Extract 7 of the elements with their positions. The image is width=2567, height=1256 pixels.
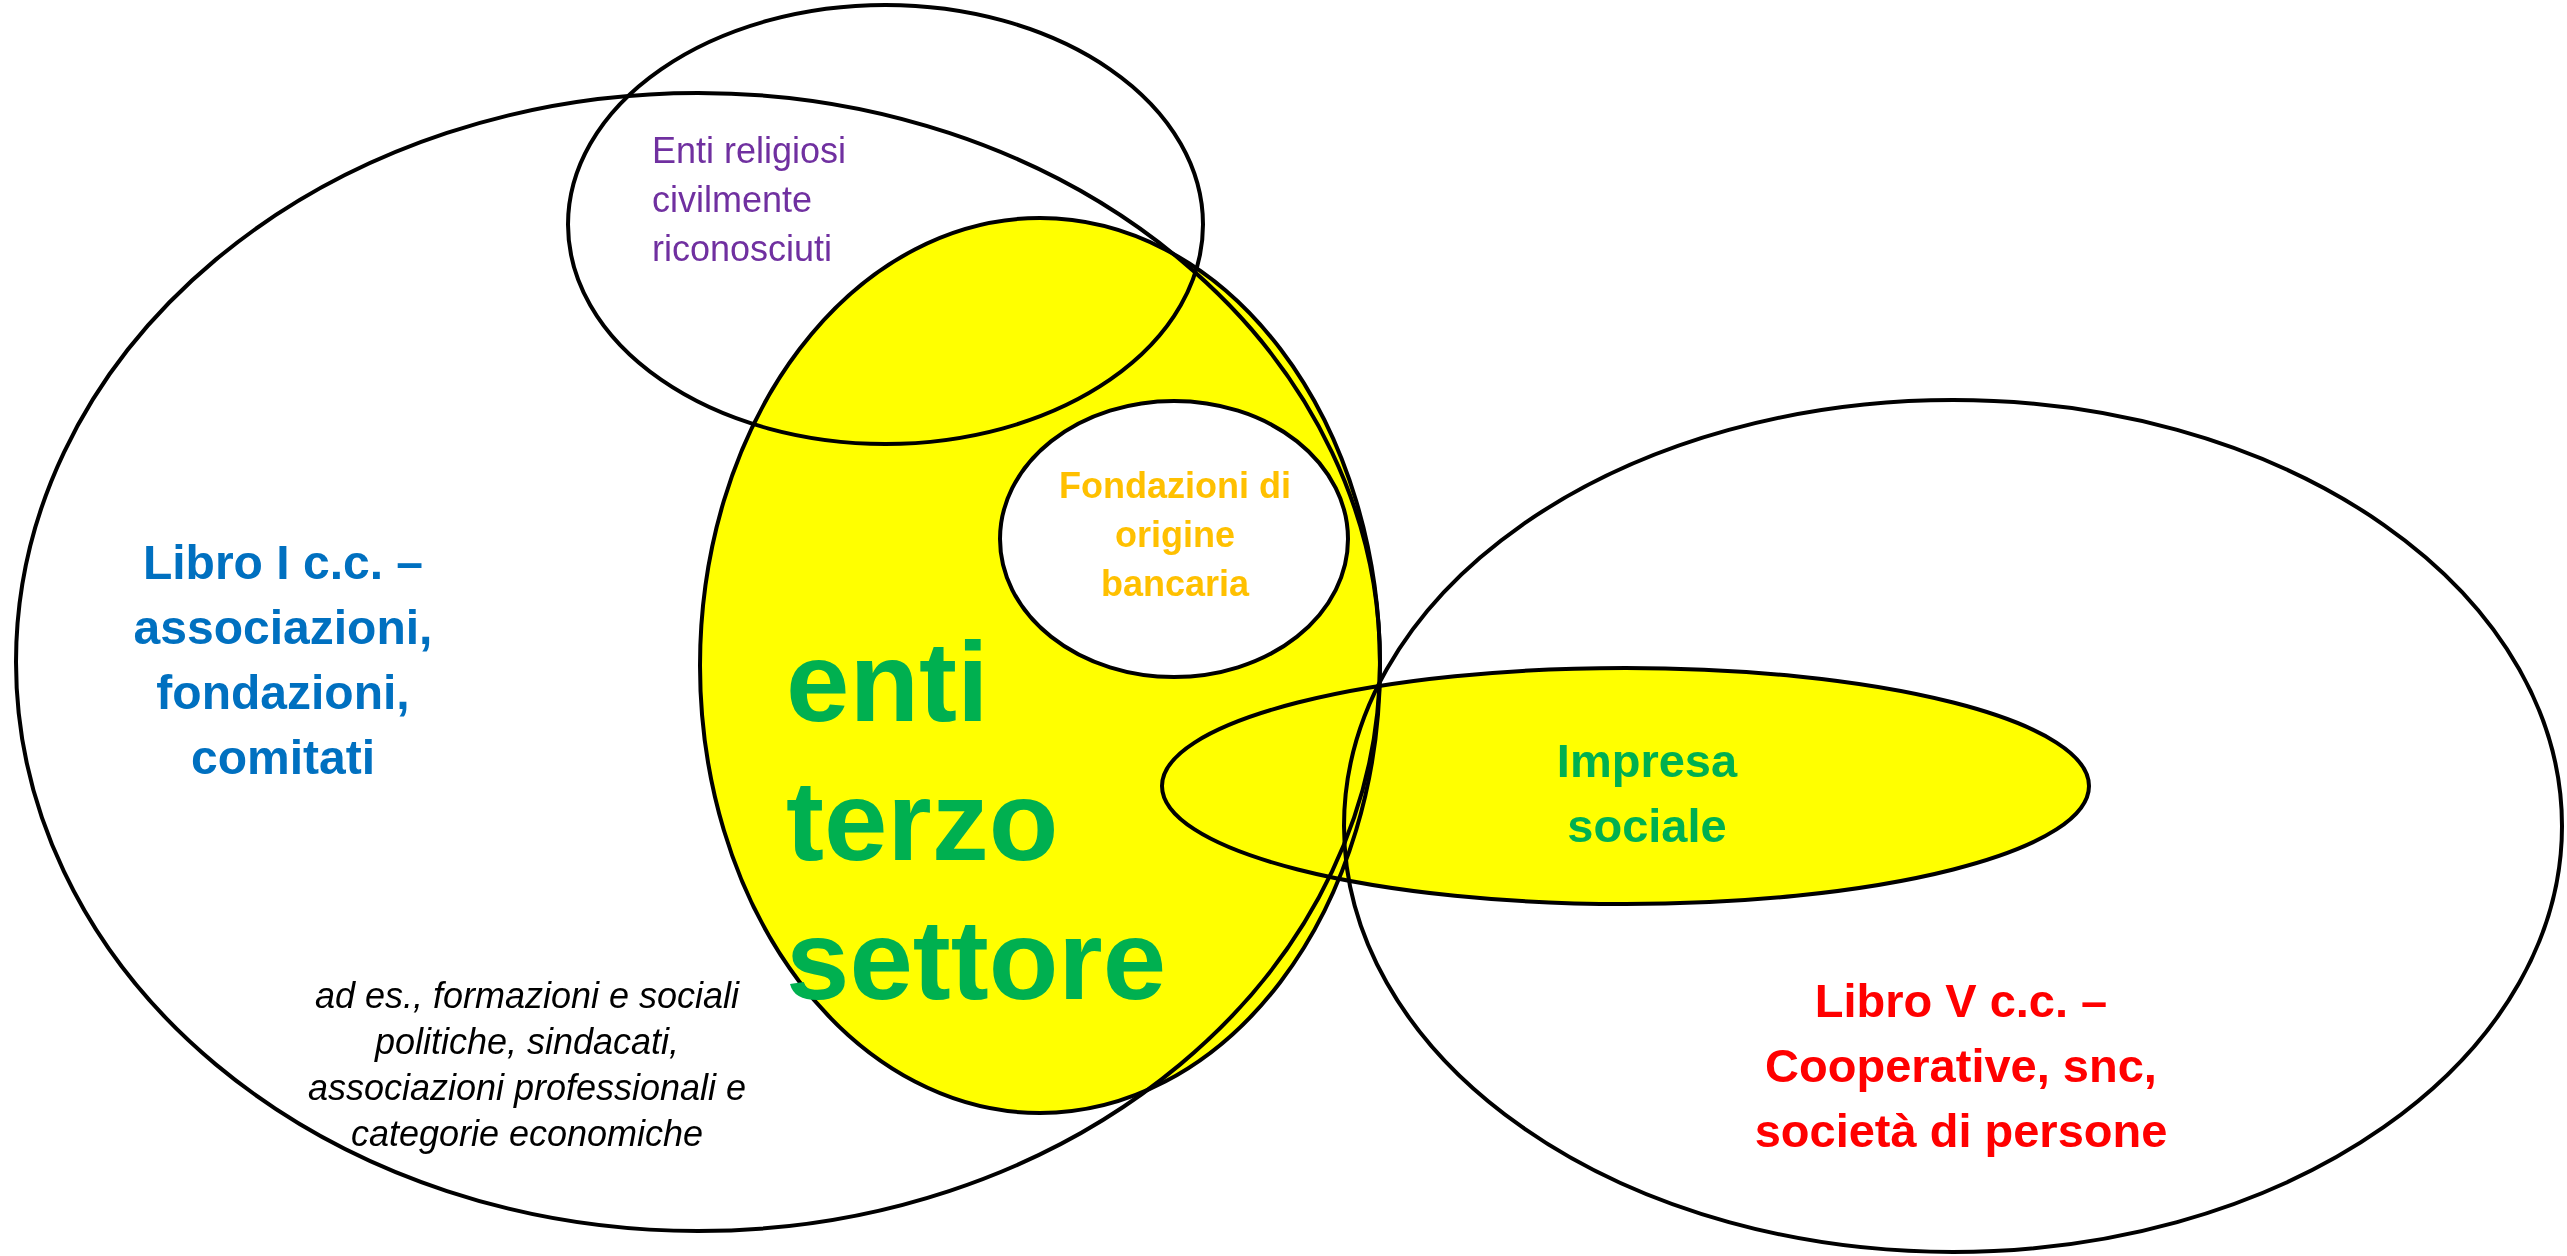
category-label: Fondazioni di origine bancaria	[1058, 464, 1292, 606]
category-label: Impresa sociale	[1555, 733, 1739, 854]
category-label: Enti religiosi civilmente riconosciuti	[652, 129, 848, 271]
example-note: ad es., formazioni e sociali politiche, sindacati, associazioni professionali e categorie economiche	[306, 974, 748, 1156]
category-label: Libro V c.c. – Cooperative, snc, società di persone	[1753, 973, 2169, 1159]
main-label: enti terzo settore	[786, 617, 1168, 1025]
category-label: Libro I c.c. – associazioni, fondazioni, comitati	[132, 535, 434, 786]
